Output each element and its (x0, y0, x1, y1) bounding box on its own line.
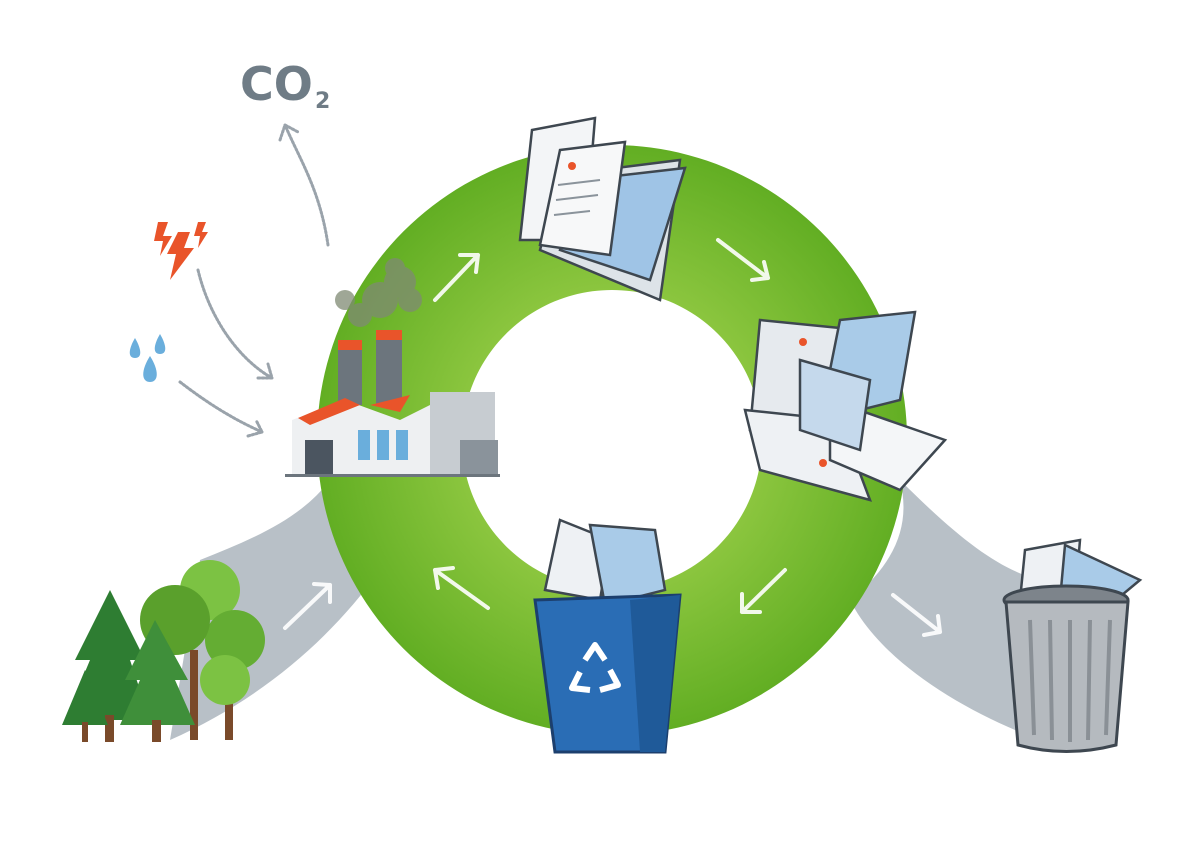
recycling-ring (317, 145, 908, 735)
arrow-icon (433, 253, 480, 302)
arrow-icon (891, 593, 942, 637)
energy-lightning-icon (154, 222, 208, 280)
recycle-bin-icon (533, 518, 682, 754)
recycle-symbol-icon (569, 642, 621, 693)
crumpled-paper-icon (743, 310, 948, 502)
arrow-icon (716, 238, 770, 282)
energy-arrow-icon (196, 268, 274, 380)
arrow-icon (283, 582, 332, 630)
cycle-arrows (283, 238, 942, 637)
co2-label: CO 2 (240, 57, 330, 114)
co2-text: CO (240, 57, 313, 111)
water-arrow-icon (178, 380, 264, 438)
arrow-icon (740, 568, 787, 614)
factory-icon (285, 258, 500, 477)
right-gray-band (850, 480, 1040, 740)
paper-documents-icon (518, 116, 687, 302)
trees-icon (62, 560, 265, 742)
arrow-icon (433, 566, 490, 610)
co2-subscript: 2 (315, 89, 330, 114)
co2-arrow-icon (278, 123, 330, 247)
trash-can-icon (1002, 538, 1143, 753)
water-drops-icon (129, 334, 166, 382)
